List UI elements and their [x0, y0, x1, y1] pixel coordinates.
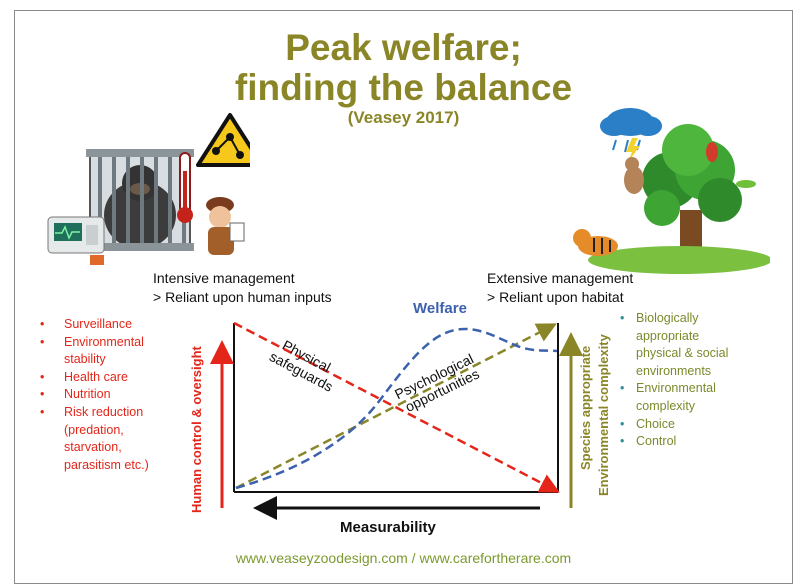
- zoo-intensive-illustration: [47, 113, 250, 265]
- title-line-1: Peak welfare;: [285, 27, 522, 68]
- title-line-2: finding the balance: [234, 67, 573, 108]
- monkey-figure: [624, 157, 644, 194]
- list-item: •Nutrition: [40, 387, 111, 402]
- citation: (Veasey 2017): [347, 108, 460, 127]
- grass-ground: [588, 246, 770, 274]
- physical-safeguards-curve: [233, 321, 560, 493]
- tree-illustration: [642, 124, 742, 260]
- species-appropriate-axis-label: Species appropriate: [578, 345, 593, 470]
- warning-sign-icon: [196, 113, 250, 167]
- tiger-figure: [573, 229, 618, 256]
- psychological-opportunities-curve: [235, 323, 557, 490]
- human-control-axis-label: Human control & oversight: [189, 346, 204, 513]
- intensive-management-heading: Intensive management: [153, 270, 295, 286]
- measurability-label: Measurability: [340, 519, 436, 536]
- slide-frame: [14, 10, 793, 584]
- list-item: •Risk reduction(predation,starvation,par…: [40, 404, 149, 472]
- parrot-figure: [706, 142, 718, 162]
- footer-urls: www.veaseyzoodesign.com / www.careforthe…: [235, 550, 572, 566]
- lizard-figure: [736, 180, 756, 188]
- extensive-management-heading: Extensive management: [487, 270, 634, 286]
- keeper-figure: [206, 197, 245, 255]
- welfare-curve: [235, 327, 558, 490]
- environmental-complexity-axis-label: Environmental complexity: [596, 334, 611, 496]
- list-item: •Health care: [40, 369, 128, 384]
- thermometer-icon: [177, 152, 193, 223]
- list-item: •Surveillance: [40, 317, 133, 331]
- rain-cloud-icon: [600, 108, 662, 162]
- habitat-extensive-illustration: [573, 108, 770, 274]
- extensive-management-subheading: > Reliant upon habitat: [487, 289, 624, 305]
- caged-gorilla-illustration: [86, 149, 194, 251]
- list-item: •Control: [620, 434, 677, 449]
- list-item: •Choice: [620, 416, 675, 431]
- medical-monitor-icon: [47, 216, 105, 265]
- welfare-label: Welfare: [413, 300, 467, 317]
- intensive-management-subheading: > Reliant upon human inputs: [153, 289, 332, 305]
